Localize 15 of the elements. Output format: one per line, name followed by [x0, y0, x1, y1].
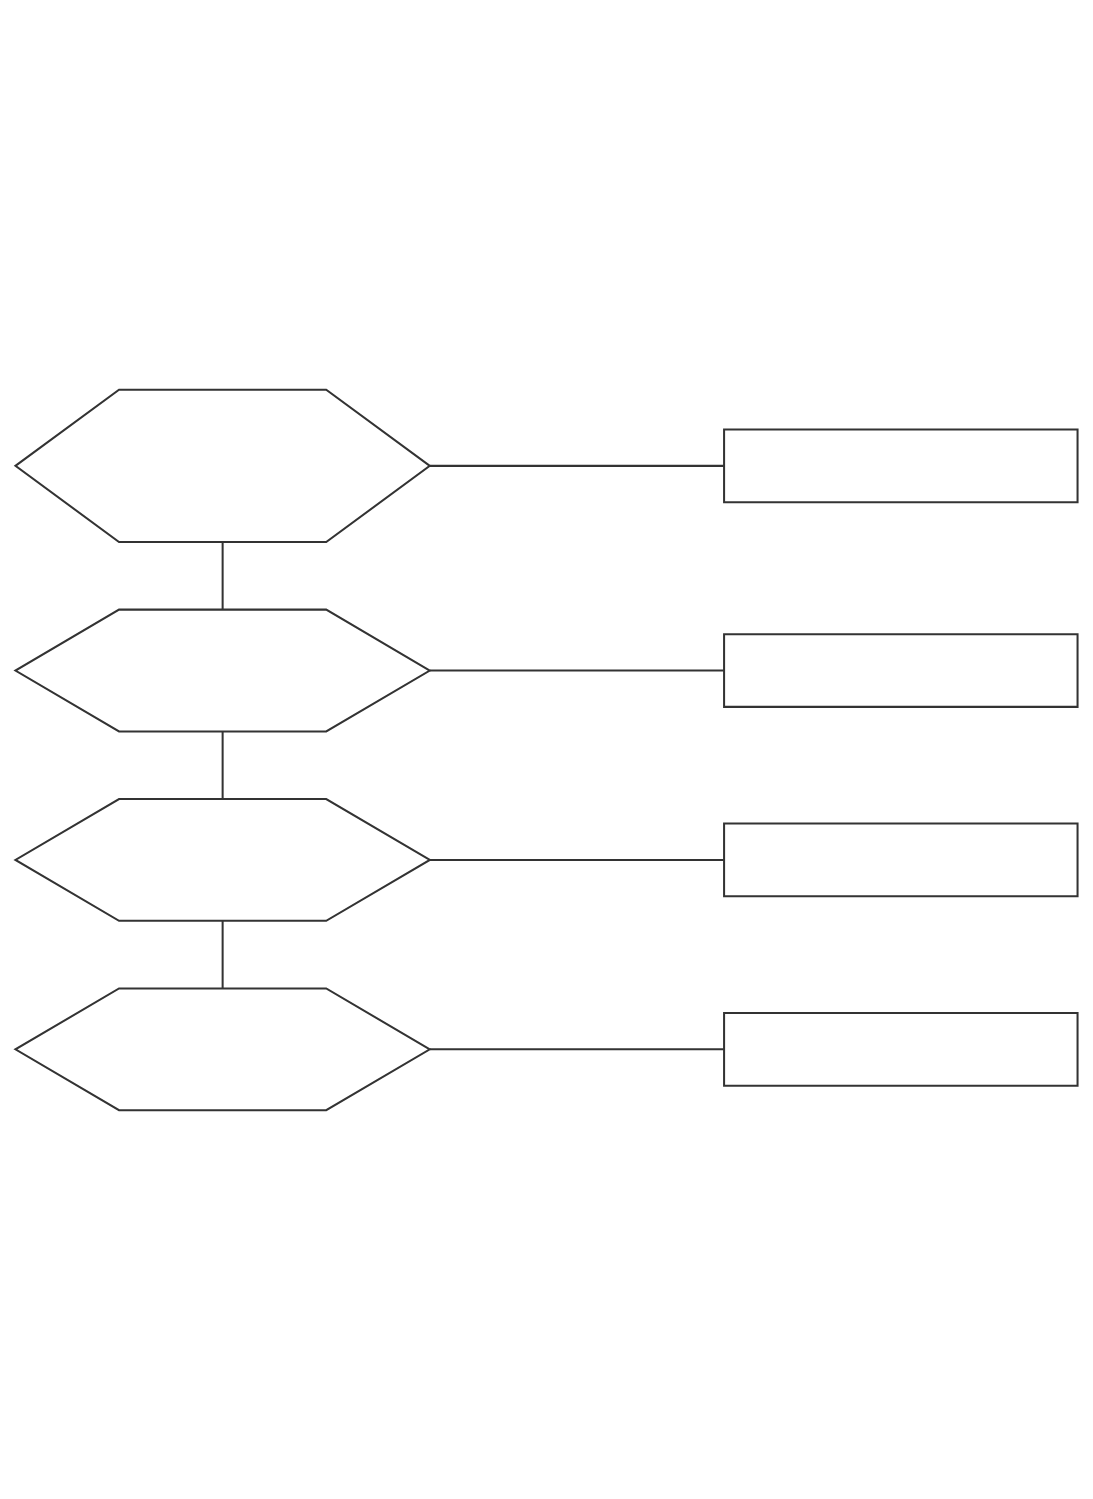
node-box	[723, 822, 1079, 897]
connector	[221, 731, 224, 799]
node-hexagon	[13, 986, 432, 1111]
node-box	[723, 632, 1079, 708]
connector	[429, 464, 724, 467]
connector	[221, 542, 224, 610]
connector	[429, 858, 724, 861]
node-hexagon	[13, 388, 432, 543]
connector	[221, 920, 224, 988]
connector	[429, 1047, 724, 1050]
connector	[429, 669, 724, 672]
node-hexagon	[13, 608, 432, 732]
node-box	[723, 428, 1079, 503]
node-hexagon	[13, 797, 432, 922]
node-box	[723, 1011, 1079, 1087]
